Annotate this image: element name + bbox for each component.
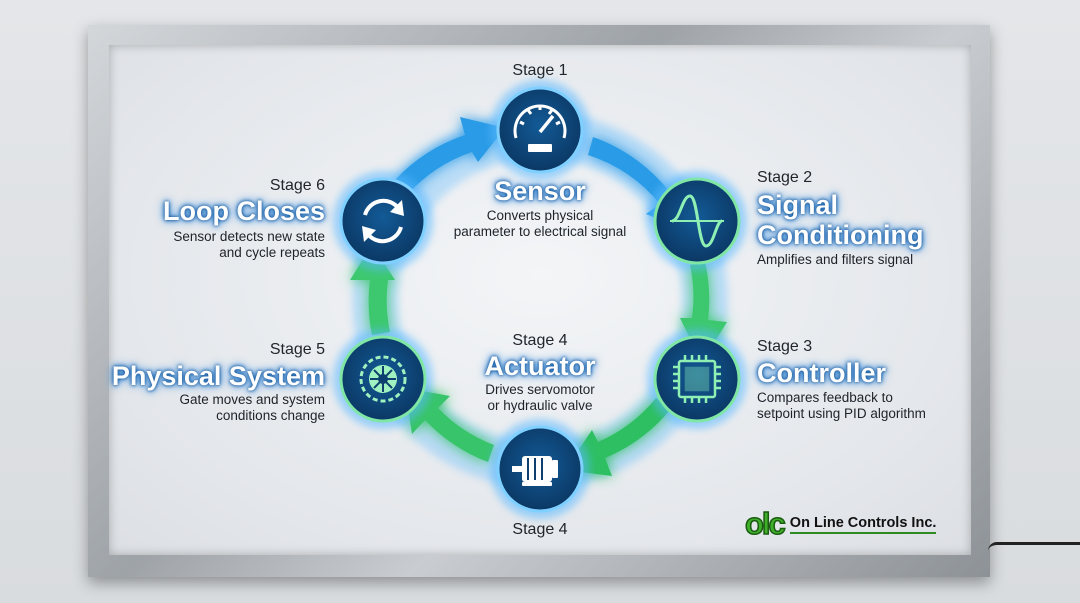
stage-6-label: Stage 6 (269, 177, 325, 194)
node-signal-conditioning (653, 177, 741, 265)
actuator-desc-line-2: or hydraulic valve (487, 398, 593, 413)
arrow-s6-s1 (395, 117, 505, 194)
cycle-arrows-icon (362, 198, 404, 244)
actuator-desc-line-1: Drives servomotor (485, 382, 595, 397)
physical-system-desc-line-2: conditions change (216, 408, 325, 423)
arrow-s4-s5 (405, 388, 494, 462)
company-name: On Line Controls Inc. (789, 515, 937, 534)
signal-conditioning-title: Signal Conditioning (757, 190, 923, 250)
signal-conditioning-title-line-1: Signal (757, 190, 839, 220)
loop-closes-desc-line-1: Sensor detects new state (173, 229, 325, 244)
stage-3-label: Stage 3 (757, 338, 813, 355)
loop-closes-title: Loop Closes (162, 196, 325, 226)
loop-closes-description: Sensor detects new state and cycle repea… (135, 229, 325, 261)
node-sensor (496, 86, 584, 174)
stage-4-bottom-label: Stage 4 (512, 521, 568, 538)
loop-closes-desc-line-2: and cycle repeats (219, 245, 325, 260)
signal-conditioning-title-line-2: Conditioning (757, 220, 924, 250)
controller-desc-line-2: setpoint using PID algorithm (757, 406, 926, 421)
node-physical-system (339, 335, 427, 423)
stage-1-label: Stage 1 (512, 62, 568, 79)
sensor-desc-line-1: Converts physical (486, 208, 594, 223)
logo-mark: olc (744, 506, 786, 541)
stage-2-label: Stage 2 (757, 169, 813, 186)
turbine-icon (359, 355, 407, 403)
company-logo: olc On Line Controls Inc. (744, 506, 937, 541)
motor-icon (512, 456, 558, 486)
node-loop-closes (339, 177, 427, 265)
stage-4-label: Stage 4 (512, 332, 568, 349)
actuator-title: Actuator (484, 351, 596, 381)
sensor-title: Sensor (494, 176, 586, 206)
controller-title: Controller (757, 358, 887, 388)
physical-system-title: Physical System (111, 361, 325, 391)
controller-description: Compares feedback to setpoint using PID … (757, 390, 926, 422)
node-actuator (496, 425, 584, 513)
microchip-icon (673, 355, 721, 403)
actuator-description: Drives servomotor or hydraulic valve (440, 382, 640, 414)
signal-conditioning-description: Amplifies and filters signal (757, 252, 914, 267)
gauge-icon (513, 104, 567, 152)
physical-system-desc-line-1: Gate moves and system (179, 392, 325, 407)
node-controller (653, 335, 741, 423)
physical-system-description: Gate moves and system conditions change (135, 392, 325, 424)
sensor-desc-line-2: parameter to electrical signal (453, 224, 627, 239)
arrow-s3-s4 (565, 398, 670, 476)
controller-desc-line-1: Compares feedback to (757, 390, 893, 405)
sine-wave-icon (670, 194, 724, 248)
power-cable (988, 542, 1080, 551)
stage-5-label: Stage 5 (269, 341, 325, 358)
sensor-description: Converts physical parameter to electrica… (430, 208, 650, 240)
